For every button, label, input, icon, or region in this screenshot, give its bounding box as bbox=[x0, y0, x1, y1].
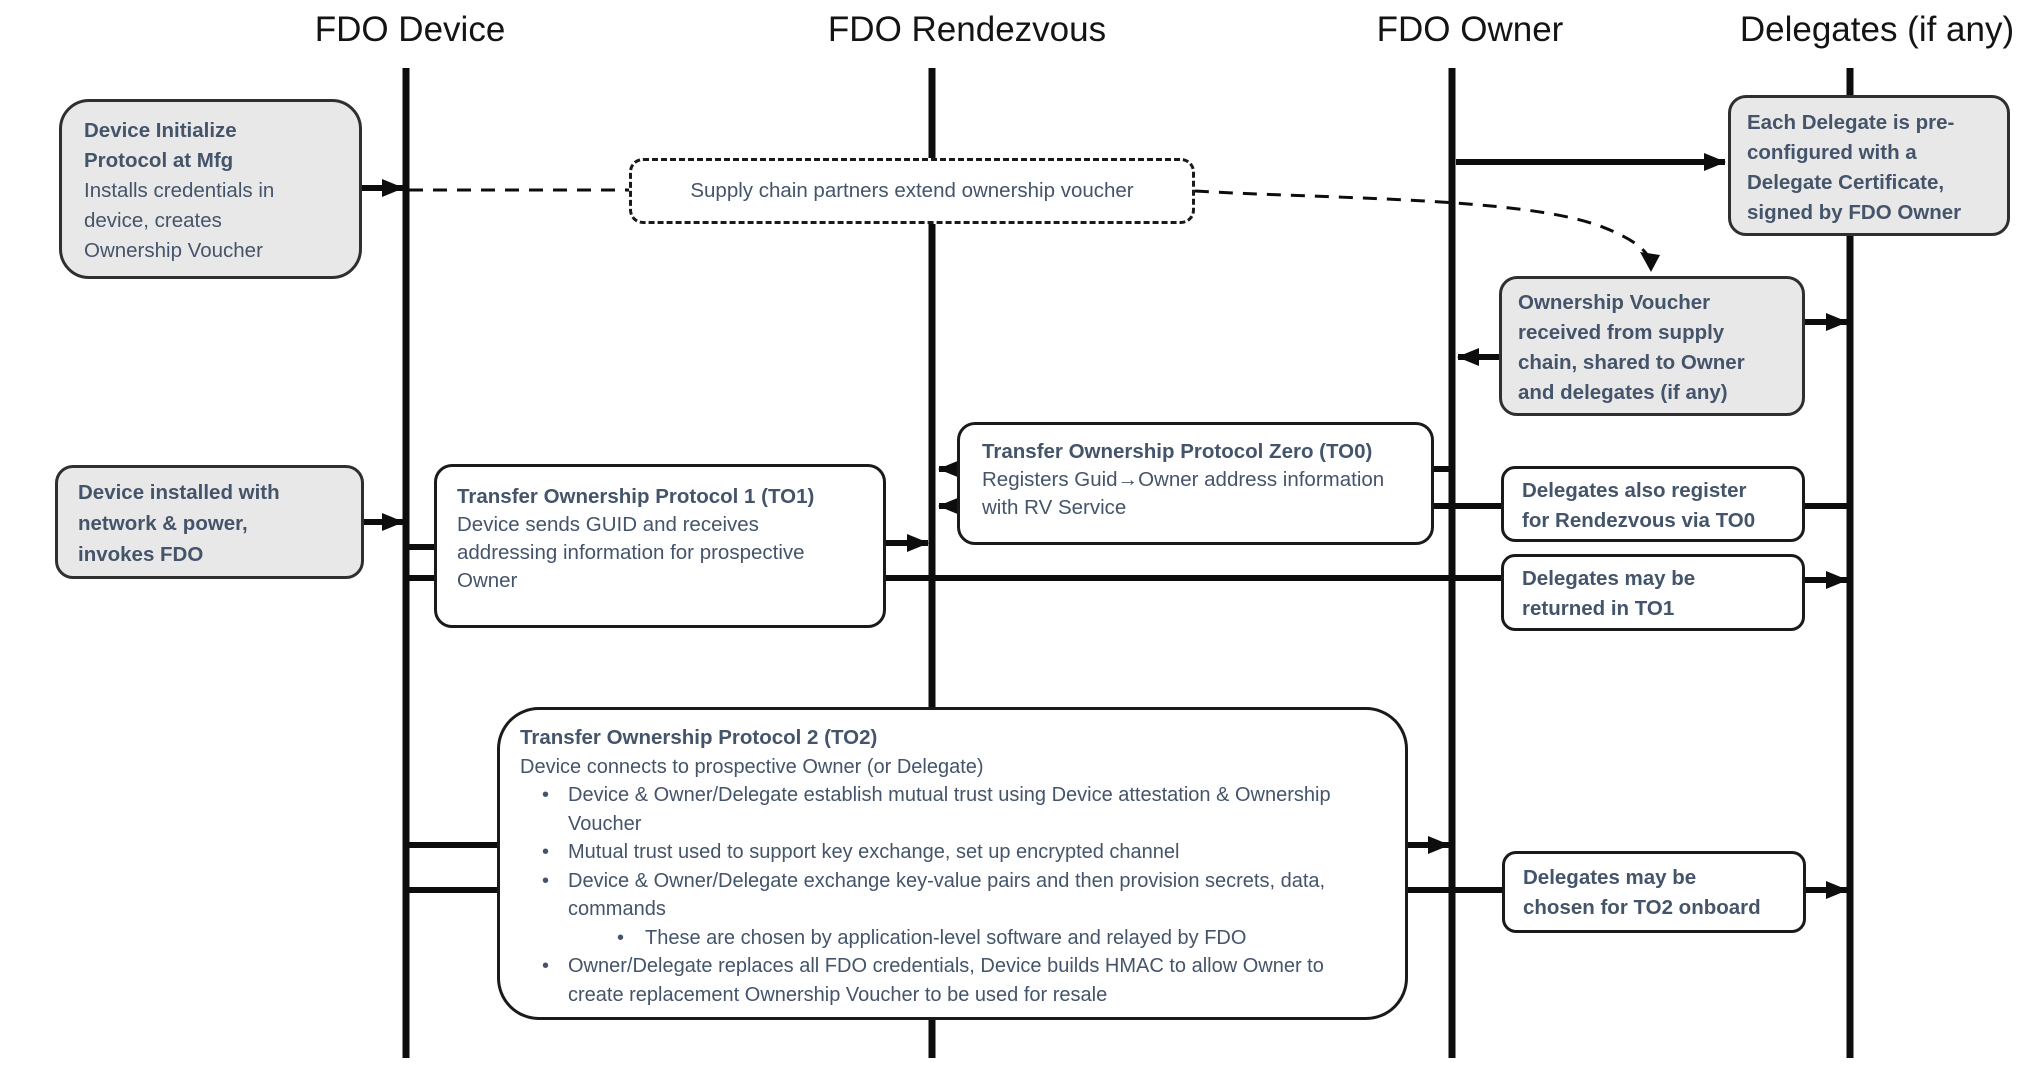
lane-label-fdo-device: FDO Device bbox=[314, 10, 506, 49]
lane-label-fdo-rendezvous: FDO Rendezvous bbox=[827, 10, 1107, 49]
dashed-curve-arrowhead bbox=[1640, 252, 1660, 272]
note-line: device, creates bbox=[84, 209, 222, 232]
to1-body-line: Device sends GUID and receives bbox=[457, 513, 759, 536]
note-line: received from supply bbox=[1518, 321, 1725, 344]
note-line: network & power, bbox=[78, 512, 248, 535]
lane-label-fdo-owner: FDO Owner bbox=[1376, 10, 1564, 49]
to0-box: Transfer Ownership Protocol Zero (TO0) R… bbox=[957, 422, 1434, 545]
to1-body-line: addressing information for prospective bbox=[457, 541, 805, 564]
note-line: invokes FDO bbox=[78, 543, 204, 566]
note-line: configured with a bbox=[1747, 141, 1917, 164]
to1-title: Transfer Ownership Protocol 1 (TO1) bbox=[457, 485, 815, 508]
note-line: Protocol at Mfg bbox=[84, 149, 234, 172]
ownership-voucher-received-note: Ownership Voucher received from supply c… bbox=[1499, 276, 1805, 416]
box-line: Delegates may be bbox=[1522, 567, 1696, 590]
lane-label-delegates: Delegates (if any) bbox=[1739, 10, 2015, 49]
to1-box: Transfer Ownership Protocol 1 (TO1) Devi… bbox=[434, 464, 886, 628]
note-line: Ownership Voucher bbox=[84, 239, 263, 262]
delegates-returned-to1-box: Delegates may be returned in TO1 bbox=[1501, 554, 1805, 631]
dashed-supply-chain-lines bbox=[409, 188, 1652, 261]
box-line: chosen for TO2 onboard bbox=[1523, 896, 1761, 919]
note-line: Device Initialize bbox=[84, 119, 237, 142]
to2-bullet: Owner/Delegate replaces all FDO credenti… bbox=[520, 952, 1377, 1009]
note-line: and delegates (if any) bbox=[1518, 381, 1728, 404]
supply-chain-note: Supply chain partners extend ownership v… bbox=[629, 158, 1195, 224]
note-line: Each Delegate is pre- bbox=[1747, 111, 1955, 134]
note-line: Delegate Certificate, bbox=[1747, 171, 1945, 194]
to0-body-line: Registers Guid→Owner address information bbox=[982, 468, 1385, 491]
note-line: chain, shared to Owner bbox=[1518, 351, 1745, 374]
to2-bullet: Mutual trust used to support key exchang… bbox=[520, 838, 1377, 867]
delegates-register-to0-box: Delegates also register for Rendezvous v… bbox=[1501, 466, 1805, 542]
to0-body-line: with RV Service bbox=[982, 496, 1127, 519]
message-lines bbox=[360, 153, 1850, 899]
device-installed-note: Device installed with network & power, i… bbox=[55, 465, 364, 579]
box-line: Delegates may be bbox=[1523, 866, 1697, 889]
device-initialize-note: Device Initialize Protocol at Mfg Instal… bbox=[59, 99, 362, 279]
box-line: for Rendezvous via TO0 bbox=[1522, 509, 1756, 532]
box-line: returned in TO1 bbox=[1522, 597, 1675, 620]
note-line: Device installed with bbox=[78, 481, 280, 504]
note-line: Installs credentials in bbox=[84, 179, 275, 202]
to2-intro: Device connects to prospective Owner (or… bbox=[520, 755, 984, 778]
to2-bullet: Device & Owner/Delegate exchange key-val… bbox=[520, 867, 1377, 924]
to2-box: Transfer Ownership Protocol 2 (TO2) Devi… bbox=[497, 707, 1408, 1020]
to0-title: Transfer Ownership Protocol Zero (TO0) bbox=[982, 440, 1373, 463]
supply-chain-text: Supply chain partners extend ownership v… bbox=[690, 179, 1134, 202]
dashed-supplychain-to-ov-received bbox=[1194, 189, 1652, 261]
box-line: Delegates also register bbox=[1522, 479, 1747, 502]
delegates-chosen-to2-box: Delegates may be chosen for TO2 onboard bbox=[1502, 851, 1806, 933]
to1-body-line: Owner bbox=[457, 569, 518, 592]
note-line: signed by FDO Owner bbox=[1747, 201, 1962, 224]
each-delegate-note: Each Delegate is pre- configured with a … bbox=[1728, 95, 2010, 236]
to2-title: Transfer Ownership Protocol 2 (TO2) bbox=[520, 726, 878, 749]
note-line: Ownership Voucher bbox=[1518, 291, 1711, 314]
to2-sub-bullet: These are chosen by application-level so… bbox=[520, 924, 1377, 953]
to2-bullet: Device & Owner/Delegate establish mutual… bbox=[520, 781, 1377, 838]
